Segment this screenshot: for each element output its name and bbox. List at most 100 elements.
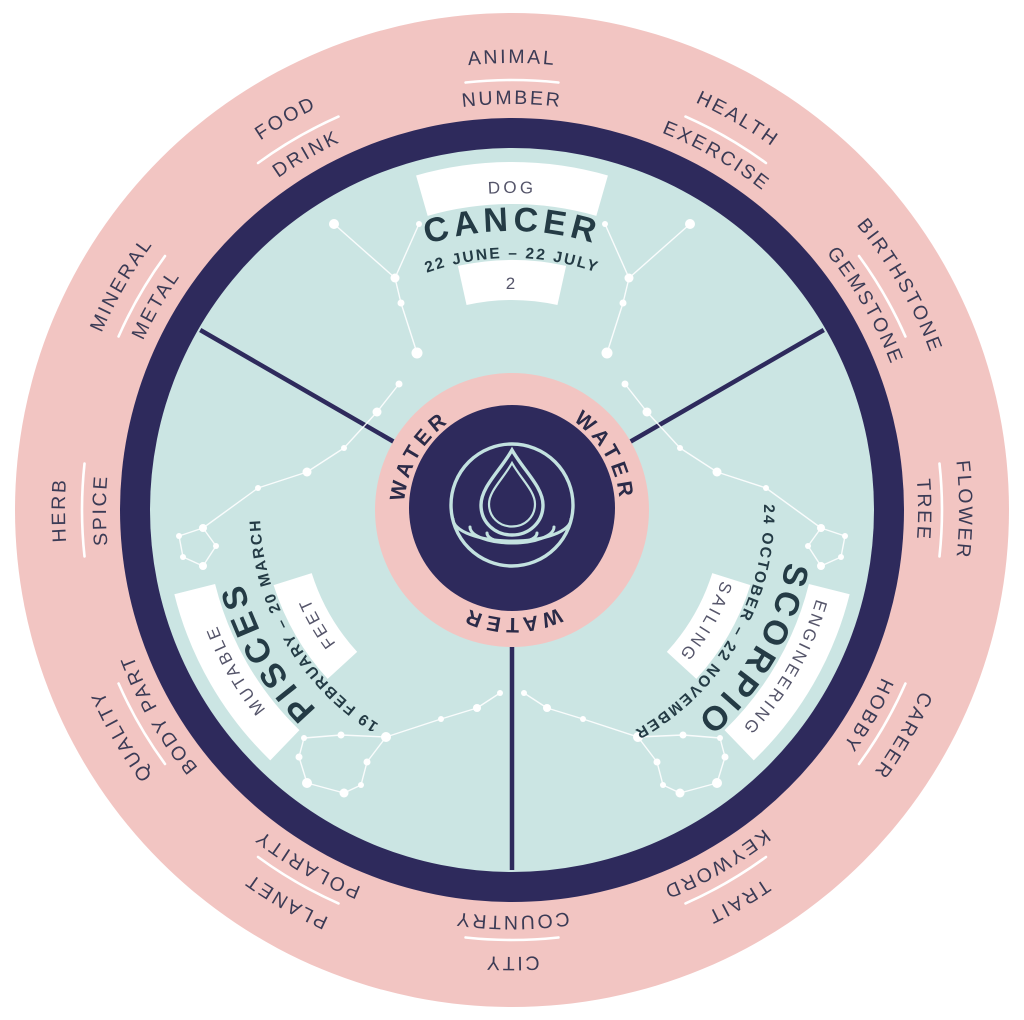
constellation-line [178, 527, 204, 537]
constellation-line [400, 302, 418, 354]
category-separator-line [938, 462, 944, 558]
segment-dividers [199, 328, 825, 870]
category-separator-line [464, 936, 560, 942]
category-outer-label: ANIMAL [467, 46, 557, 70]
constellation-star [416, 221, 422, 227]
constellation-star [601, 347, 613, 359]
segment-divider-line [199, 328, 395, 444]
constellation-star [339, 788, 349, 798]
category-separator-line [80, 462, 86, 558]
category-outer-label: CITY [484, 951, 540, 974]
constellation-line [582, 718, 639, 738]
constellation-star [619, 299, 627, 307]
drop-outline-outer [479, 446, 545, 537]
constellation-star [543, 704, 551, 712]
constellation-star [390, 273, 400, 283]
category-inner-label: NUMBER [461, 87, 564, 112]
center-navy-disc [409, 405, 615, 611]
category-separator-line [256, 115, 340, 165]
constellation-line [604, 223, 630, 279]
constellation-line [637, 734, 684, 738]
constellation-star [817, 562, 825, 570]
constellation-star [521, 690, 527, 696]
constellation-star [653, 758, 661, 766]
inner-value-box [273, 573, 358, 679]
constellation-star [199, 562, 207, 570]
constellations [176, 219, 848, 798]
category-outer-label: FLOWER [951, 459, 976, 560]
category-separator-line [857, 682, 907, 766]
constellation-star [633, 732, 643, 742]
category-separator-line [117, 682, 167, 766]
constellation-line [257, 471, 308, 489]
pisces-constellation-icon [176, 380, 503, 798]
constellation-star [411, 347, 423, 359]
constellation-line [606, 302, 624, 354]
outer-value-box [174, 584, 300, 761]
constellation-line [646, 411, 681, 449]
category-separator-line [256, 855, 340, 905]
category-separator-line [464, 78, 560, 84]
outer-value-label: DOG [487, 178, 536, 198]
constellation-line [340, 734, 387, 738]
constellation-star [621, 380, 629, 388]
constellation-line [303, 734, 342, 739]
constellation-star [199, 524, 207, 532]
constellation-line [376, 383, 400, 413]
constellation-star [675, 788, 685, 798]
constellation-star [602, 221, 608, 227]
ripple-large [451, 517, 573, 543]
constellation-line [306, 782, 345, 794]
constellation-star [624, 273, 634, 283]
constellation-line [523, 692, 548, 709]
category-separator-line [117, 254, 167, 338]
constellation-star [255, 485, 261, 491]
constellation-star [660, 782, 666, 788]
inner-value-box [457, 259, 567, 305]
constellation-line [440, 707, 478, 720]
constellation-line [360, 761, 368, 786]
constellation-line [394, 223, 420, 279]
constellation-star [397, 299, 405, 307]
constellation-star [176, 533, 182, 539]
constellation-star [497, 690, 503, 696]
constellation-star [302, 778, 312, 788]
constellation-star [677, 445, 683, 451]
constellation-star [341, 445, 347, 451]
constellation-line [624, 383, 648, 413]
constellation-star [712, 778, 722, 788]
constellation-line [679, 782, 718, 794]
category-separator-line [857, 254, 907, 338]
icon-circle-outline [449, 442, 575, 568]
constellation-star [712, 467, 722, 477]
constellation-star [358, 782, 364, 788]
ripple-medium [468, 525, 556, 545]
constellation-line [765, 487, 822, 529]
scorpio-constellation-icon [521, 380, 848, 798]
constellation-star [180, 554, 186, 560]
category-separator-line [684, 115, 768, 165]
constellation-star [213, 543, 219, 549]
constellation-star [329, 219, 339, 229]
constellation-line [637, 736, 658, 763]
constellation-line [333, 223, 396, 279]
constellation-line [385, 718, 442, 738]
constellation-line [546, 707, 584, 720]
constellation-line [682, 734, 721, 739]
constellation-line [366, 736, 387, 763]
drop-outline-inner [487, 460, 537, 528]
constellation-line [840, 535, 846, 558]
constellation-star [438, 716, 444, 722]
category-separators [80, 78, 944, 942]
constellation-star [580, 716, 586, 722]
constellation-star [337, 731, 345, 739]
constellation-star [679, 731, 687, 739]
segment-divider-line [629, 328, 825, 444]
outer-value-box [724, 584, 850, 761]
constellation-line [656, 761, 664, 786]
category-inner-label: COUNTRY [453, 907, 570, 933]
constellation-star [473, 704, 481, 712]
constellation-line [476, 692, 501, 709]
